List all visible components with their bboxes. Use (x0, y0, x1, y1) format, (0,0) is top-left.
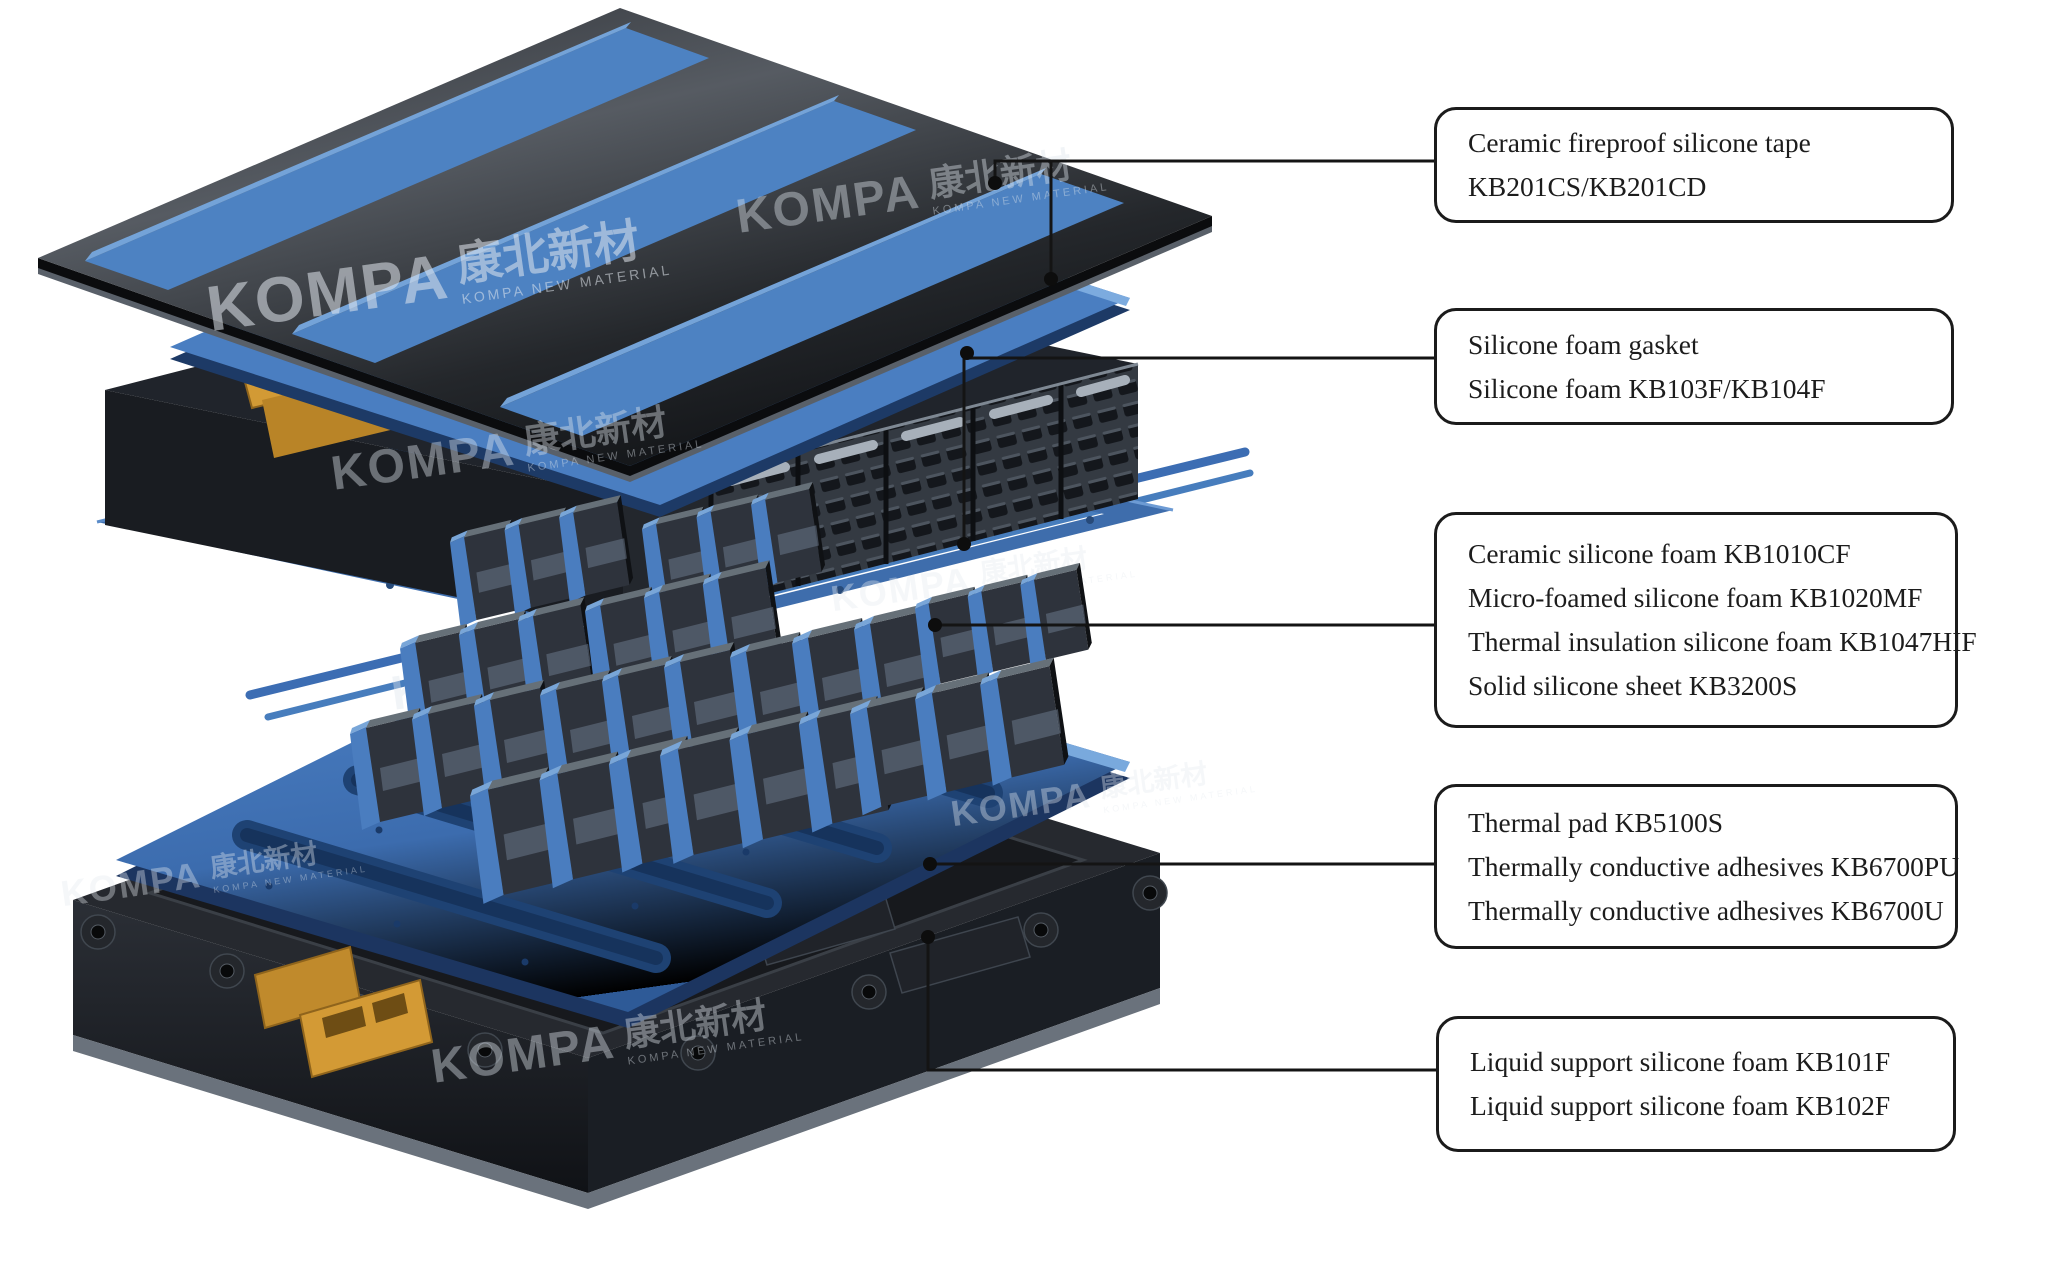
callout-line: Liquid support silicone foam KB101F (1470, 1046, 1891, 1077)
callout-line: Solid silicone sheet KB3200S (1468, 670, 1798, 701)
leader-dots (921, 176, 1058, 944)
fireproof-cover-layer (38, 8, 1212, 482)
silicone-tape-stripes (85, 22, 1124, 436)
callout-thermal-pad-adhesives: Thermal pad KB5100S Thermally conductive… (1434, 784, 1960, 949)
leader-callout-1 (993, 159, 1434, 279)
callout-silicone-foams: Ceramic silicone foam KB1010CF Micro-foa… (1434, 512, 1977, 728)
callout-line: Thermal pad KB5100S (1468, 806, 1724, 838)
module-handles (726, 375, 1130, 486)
callout-line: Silicone foam KB103F/KB104F (1468, 372, 1826, 404)
callout-liquid-support-foam: Liquid support silicone foam KB101F Liqu… (1436, 1016, 1956, 1152)
callout-line: Silicone foam gasket (1468, 328, 1699, 360)
callout-line: Thermally conductive adhesives KB6700PU (1468, 850, 1960, 882)
callout-line: Thermal insulation silicone foam KB1047H… (1468, 626, 1977, 657)
callout-line: Liquid support silicone foam KB102F (1470, 1090, 1891, 1121)
leader-callout-5 (926, 937, 1436, 1072)
callout-line: Ceramic silicone foam KB1010CF (1468, 538, 1851, 569)
leader-callout-2 (962, 354, 1434, 544)
callout-line: Ceramic fireproof silicone tape (1468, 127, 1811, 158)
callout-silicone-foam-gasket: Silicone foam gasket Silicone foam KB103… (1434, 308, 1954, 425)
callout-line: Thermally conductive adhesives KB6700U (1468, 894, 1944, 926)
callout-ceramic-fireproof-tape: Ceramic fireproof silicone tape KB201CS/… (1434, 107, 1954, 223)
callout-line: Micro-foamed silicone foam KB1020MF (1468, 582, 1923, 613)
tray-connector-orange (253, 945, 434, 1079)
callout-line: KB201CS/KB201CD (1468, 171, 1707, 202)
